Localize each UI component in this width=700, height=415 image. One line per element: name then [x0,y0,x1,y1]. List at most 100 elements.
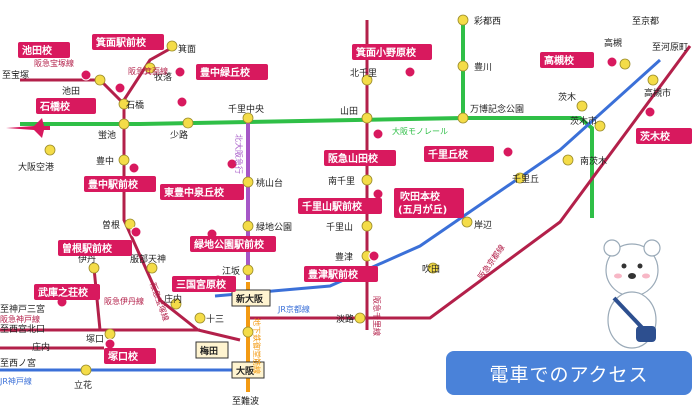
station-label: 池田 [62,85,80,97]
school-pin [128,162,140,174]
station-dot [118,154,130,166]
school-label-text: 塚口校 [108,350,139,363]
station-label: 至西ノ宮 [0,357,36,369]
school-label-toyonaka-ekimae[interactable]: 豊中駅前校 [84,176,156,192]
line-label-hankyu-takarazuka: 阪急宝塚線 [34,58,74,68]
line-label-kita-osaka-kyuko: 北大阪急行 [234,134,244,174]
school-label-text: 箕面小野原校 [355,46,417,59]
station-dot [194,312,206,324]
airplane-icon [6,118,50,138]
school-label-text: 石橋校 [39,100,71,113]
school-pin [130,226,142,238]
school-label-text: 高槻校 [544,54,575,67]
hankyu-kyoto-line [250,45,692,320]
mascot-bear [603,239,661,349]
station-dot [88,262,100,274]
school-label-ikeda[interactable]: 池田校 [18,42,70,58]
station-label: 緑地公園 [256,221,292,233]
station-dot [514,172,526,184]
jr-kyoto-line [214,58,662,298]
school-pins [56,56,656,350]
station-dot [427,262,439,274]
school-label-text: 千里丘校 [428,148,469,161]
station-label: 曽根 [102,219,120,231]
school-label-text: 緑地公園駅前校 [194,238,265,251]
school-label-text: 東豊中泉丘校 [164,186,225,199]
school-label-sannomiya-hara[interactable]: 三国宮原校 [172,276,236,292]
school-pin [644,106,656,118]
school-label-toyotsu-ekimae[interactable]: 豊津駅前校 [304,266,378,282]
station-label: 豊中 [96,155,114,167]
station-label: 万博記念公園 [470,103,524,115]
station-label: 十三 [206,313,224,325]
station-label: 高槻市 [644,87,671,99]
station-label: 高槻 [604,37,622,49]
station-label: 至神戸三宮 [0,303,45,315]
umeda-box [195,341,229,359]
station-dot [170,298,182,310]
school-label-mukonoso[interactable]: 武庫之荘校 [34,284,100,300]
school-pin [176,96,188,108]
school-pin [174,66,186,78]
school-label-ishibashi[interactable]: 石橋校 [36,98,96,114]
station-label: 箕面 [178,43,196,55]
station-dots [44,14,659,376]
station-label: 茨木 [558,91,576,103]
station-label: 南茨木 [580,155,607,167]
station-label: 千里山 [326,222,353,233]
station-label: 千里中央 [228,103,264,115]
station-dot [562,154,574,166]
station-dot [361,174,373,186]
school-pin [104,338,116,350]
school-label-text: 豊津駅前校 [308,268,359,281]
station-label: 塚口 [86,334,104,345]
station-dot [242,176,254,188]
school-label-tsukaguchi[interactable]: 塚口校 [104,348,156,364]
school-label-takatsuki[interactable]: 高槻校 [540,52,594,68]
station-label: 江坂 [222,266,240,277]
school-label-hankyu-yamada[interactable]: 阪急山田校 [324,150,396,166]
line-label-hankyu-minoo: 阪急箕面線 [128,66,168,76]
osaka-box [231,361,265,379]
school-label-text: 池田校 [22,44,53,57]
line-label-hankyu-senri: 阪急千里線 [372,296,382,336]
school-label-text: 阪急山田校 [328,152,379,165]
station-dot [94,74,106,86]
school-label-minoh-onohara[interactable]: 箕面小野原校 [352,44,432,60]
school-label-text: 曽根駅前校 [62,242,113,255]
school-label-suita-motomachi[interactable]: 吹田本校 (五月が丘) [394,188,464,218]
school-label-ibaraki[interactable]: 茨木校 [636,128,692,144]
station-dot [146,262,158,274]
station-dot [361,220,373,232]
station-label: 至河原町 [652,41,688,53]
school-label-ryokuchi-koen[interactable]: 緑地公園駅前校 [190,236,276,252]
school-label-toyonaka-ryokuoka[interactable]: 豊中緑丘校 [196,64,268,80]
station-label: 服部天神 [130,253,166,265]
school-label-text: 千里山駅前校 [302,200,363,213]
school-label-senri-oka[interactable]: 千里丘校 [424,146,494,162]
school-pin [80,69,92,81]
school-label-sone-ekimae[interactable]: 曽根駅前校 [58,240,132,256]
station-dot [457,60,469,72]
train-access-badge[interactable]: 電車でのアクセス [446,351,692,395]
station-label: 少路 [170,129,188,141]
school-label-minoh-ekimae[interactable]: 箕面駅前校 [92,34,164,50]
station-dot [118,98,130,110]
station-label: 石橋 [126,99,144,111]
station-dot [647,74,659,86]
station-dot [118,118,130,130]
station-dot [361,74,373,86]
school-pin [372,128,384,140]
station-dot [576,100,588,112]
station-label: 庄内 [164,293,182,305]
school-label-text: 豊中駅前校 [88,178,139,191]
school-label-higashi-toyonaka[interactable]: 東豊中泉丘校 [160,184,244,200]
line-label-jr-kyoto: JR京都線 [277,304,310,314]
station-label: 至難波 [232,395,259,407]
station-label: 彩都西 [474,16,501,27]
station-label: 大阪空港 [18,161,54,173]
station-dot [144,62,156,74]
station-label: 北千里 [350,68,377,79]
school-label-senriyama-ekimae[interactable]: 千里山駅前校 [298,198,382,214]
school-pin [404,66,416,78]
